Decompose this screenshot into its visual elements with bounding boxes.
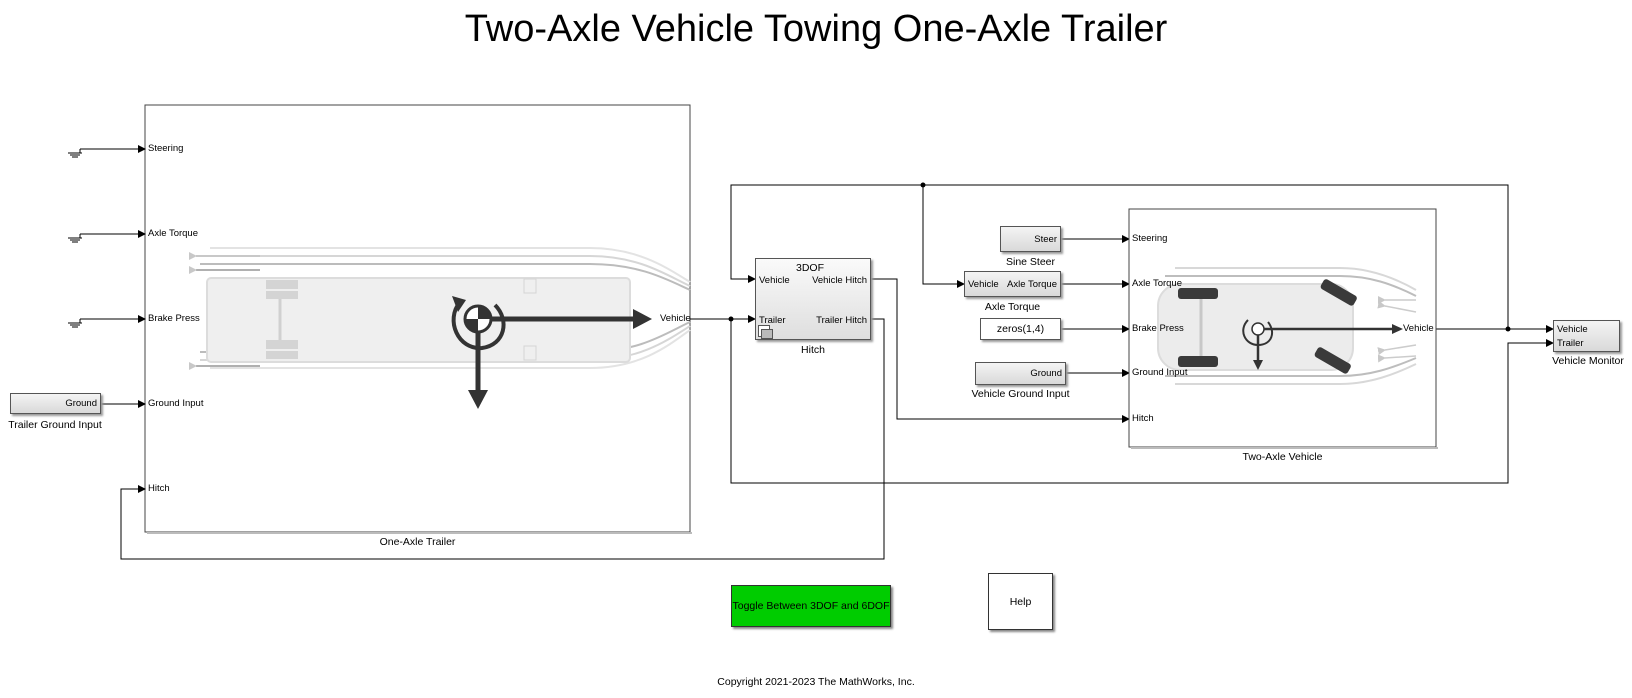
- trailer-port-hitch[interactable]: Hitch: [148, 483, 170, 494]
- vehicle-monitor-block[interactable]: Vehicle Trailer: [1553, 320, 1620, 352]
- trailer-ground-input-block[interactable]: Ground: [10, 393, 101, 414]
- vehicle-ground-label: Ground: [1030, 368, 1062, 379]
- vehicle-ground-name: Vehicle Ground Input: [971, 388, 1070, 400]
- vehicle-port-hitch[interactable]: Hitch: [1132, 413, 1154, 424]
- sine-steer-name: Sine Steer: [1005, 256, 1056, 268]
- hitch-block[interactable]: 3DOF Vehicle Trailer Vehicle Hitch Trail…: [755, 258, 871, 340]
- toggle-3dof-6dof-button[interactable]: Toggle Between 3DOF and 6DOF: [731, 585, 891, 627]
- diagram-title: Two-Axle Vehicle Towing One-Axle Trailer: [464, 8, 1168, 50]
- axle-torque-port-in[interactable]: Vehicle: [968, 279, 999, 290]
- vehicle-port-ground-input[interactable]: Ground Input: [1132, 367, 1188, 378]
- vehicle-port-brake-press[interactable]: Brake Press: [1132, 323, 1184, 334]
- vehicle-port-vehicle-out[interactable]: Vehicle: [1403, 323, 1434, 334]
- vehicle-port-steering[interactable]: Steering: [1132, 233, 1168, 244]
- trailer-port-ground-input[interactable]: Ground Input: [148, 398, 204, 409]
- trailer-ground-label: Ground: [65, 398, 97, 409]
- hitch-port-vehicle-hitch-out[interactable]: Vehicle Hitch: [812, 275, 867, 286]
- axle-torque-port-out[interactable]: Axle Torque: [1007, 279, 1057, 290]
- sine-steer-label: Steer: [1034, 234, 1057, 245]
- hitch-port-vehicle-in[interactable]: Vehicle: [759, 275, 790, 286]
- hitch-block-name: Hitch: [801, 344, 825, 356]
- vehicle-monitor-name: Vehicle Monitor: [1552, 355, 1624, 367]
- monitor-port-vehicle[interactable]: Vehicle: [1557, 324, 1588, 335]
- hitch-port-trailer-in[interactable]: Trailer: [759, 315, 786, 326]
- hitch-mode-label: 3DOF: [796, 262, 825, 274]
- zeros-constant-block[interactable]: zeros(1,4): [980, 318, 1061, 340]
- axle-torque-name: Axle Torque: [984, 301, 1041, 313]
- trailer-block-name: One-Axle Trailer: [379, 536, 456, 548]
- vehicle-block-name: Two-Axle Vehicle: [1242, 451, 1323, 463]
- trailer-port-steering[interactable]: Steering: [148, 143, 184, 154]
- trailer-port-vehicle-out[interactable]: Vehicle: [660, 313, 691, 324]
- vehicle-illustration: [1157, 267, 1417, 385]
- hitch-port-trailer-hitch-out[interactable]: Trailer Hitch: [816, 315, 867, 326]
- trailer-port-brake-press[interactable]: Brake Press: [148, 313, 200, 324]
- help-button[interactable]: Help: [988, 573, 1053, 630]
- trailer-port-axle-torque[interactable]: Axle Torque: [148, 228, 198, 239]
- vehicle-port-axle-torque[interactable]: Axle Torque: [1132, 278, 1182, 289]
- zeros-label: zeros(1,4): [996, 323, 1045, 335]
- copyright-notice: Copyright 2021-2023 The MathWorks, Inc.: [717, 676, 915, 688]
- monitor-port-trailer[interactable]: Trailer: [1557, 338, 1584, 349]
- trailer-illustration: [189, 247, 691, 409]
- ground-symbols: [68, 149, 82, 328]
- vehicle-ground-input-block[interactable]: Ground: [975, 362, 1066, 385]
- trailer-ground-name: Trailer Ground Input: [8, 419, 102, 431]
- axle-torque-block[interactable]: Vehicle Axle Torque: [964, 271, 1061, 297]
- sine-steer-block[interactable]: Steer: [1000, 226, 1061, 252]
